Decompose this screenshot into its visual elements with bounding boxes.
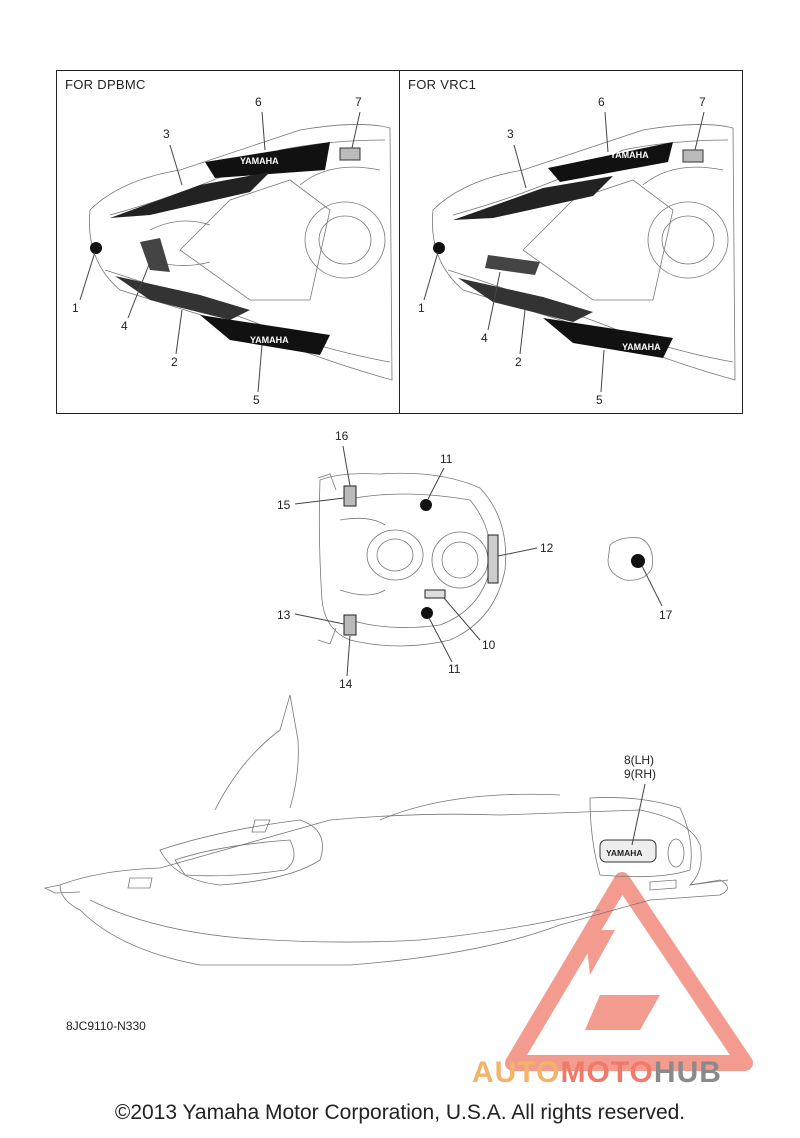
callout-11: 11 <box>448 662 461 676</box>
decal-14 <box>343 614 357 636</box>
decal-11 <box>421 607 433 619</box>
callout-12: 12 <box>540 541 554 555</box>
decal-11 <box>420 499 432 511</box>
decal-2 <box>458 278 593 322</box>
decal-5 <box>200 315 330 355</box>
decal-10 <box>424 589 446 599</box>
decal-6 <box>205 142 330 178</box>
side-view-illustration: YAMAHA <box>43 694 729 966</box>
callout-5: 5 <box>596 393 603 407</box>
decal-16 <box>343 485 357 507</box>
callout-1: 1 <box>72 301 79 315</box>
decal-1 <box>433 242 445 254</box>
panel-title: FOR DPBMC <box>65 77 146 92</box>
watermark-part1: AUTO <box>472 1056 561 1089</box>
callouts-left: 1 2 3 4 5 6 7 <box>72 95 362 407</box>
panel-vrc1: FOR VRC1 <box>399 70 743 414</box>
top-view-illustration <box>317 472 507 647</box>
callout-7: 7 <box>699 95 706 109</box>
hood-illustration-right: YAMAHA YAMAHA <box>432 124 736 381</box>
callouts-top-view: 16 15 11 12 10 11 13 14 17 <box>277 429 673 691</box>
decal-12 <box>487 534 499 584</box>
watermark-part3: HUB <box>653 1056 722 1089</box>
decal-brand-text: YAMAHA <box>240 156 279 166</box>
part-17-illustration <box>607 537 653 581</box>
diagram-code: 8JC9110-N330 <box>66 1019 146 1033</box>
callout-8-lh: 8(LH) <box>624 753 654 767</box>
callout-3: 3 <box>507 127 514 141</box>
callout-2: 2 <box>171 355 178 369</box>
callout-6: 6 <box>598 95 605 109</box>
panel-title: FOR VRC1 <box>408 77 477 92</box>
watermark-part2: MOTO <box>560 1056 654 1089</box>
decal-4 <box>485 255 540 275</box>
callout-10: 10 <box>482 638 496 652</box>
callout-15: 15 <box>277 498 291 512</box>
decal-2 <box>115 276 250 320</box>
callout-1: 1 <box>418 301 425 315</box>
hood-illustration-left: YAMAHA YAMAHA <box>89 124 393 381</box>
decal-5 <box>543 318 673 358</box>
callout-11: 11 <box>440 452 453 466</box>
callout-6: 6 <box>255 95 262 109</box>
decal-1 <box>90 242 102 254</box>
decal-brand-text: YAMAHA <box>606 848 643 858</box>
callout-13: 13 <box>277 608 291 622</box>
callouts-right: 1 2 3 4 5 6 7 <box>418 95 706 407</box>
callout-17: 17 <box>659 608 673 622</box>
decal-6 <box>548 142 673 182</box>
callout-16: 16 <box>335 429 349 443</box>
callout-2: 2 <box>515 355 522 369</box>
watermark-logo-icon <box>505 872 753 1071</box>
callouts-side-view: 8(LH) 9(RH) <box>624 753 656 846</box>
decal-brand-text: YAMAHA <box>610 150 649 160</box>
callout-9-rh: 9(RH) <box>624 767 656 781</box>
callout-5: 5 <box>253 393 260 407</box>
decal-7 <box>682 149 704 163</box>
side-decal-panel <box>599 839 657 863</box>
decal-17 <box>631 554 645 568</box>
decal-4 <box>140 238 170 272</box>
watermark-brand-text: AUTOMOTOHUB <box>472 1056 722 1090</box>
decal-7 <box>339 147 361 161</box>
callout-4: 4 <box>121 319 128 333</box>
copyright-notice: ©2013 Yamaha Motor Corporation, U.S.A. A… <box>114 1101 686 1124</box>
decal-brand-text: YAMAHA <box>250 335 289 345</box>
callout-3: 3 <box>163 127 170 141</box>
callout-4: 4 <box>481 331 488 345</box>
callout-14: 14 <box>339 677 353 691</box>
decal-3 <box>110 172 270 218</box>
decal-3 <box>453 176 613 220</box>
decal-brand-text: YAMAHA <box>622 342 661 352</box>
callout-7: 7 <box>355 95 362 109</box>
